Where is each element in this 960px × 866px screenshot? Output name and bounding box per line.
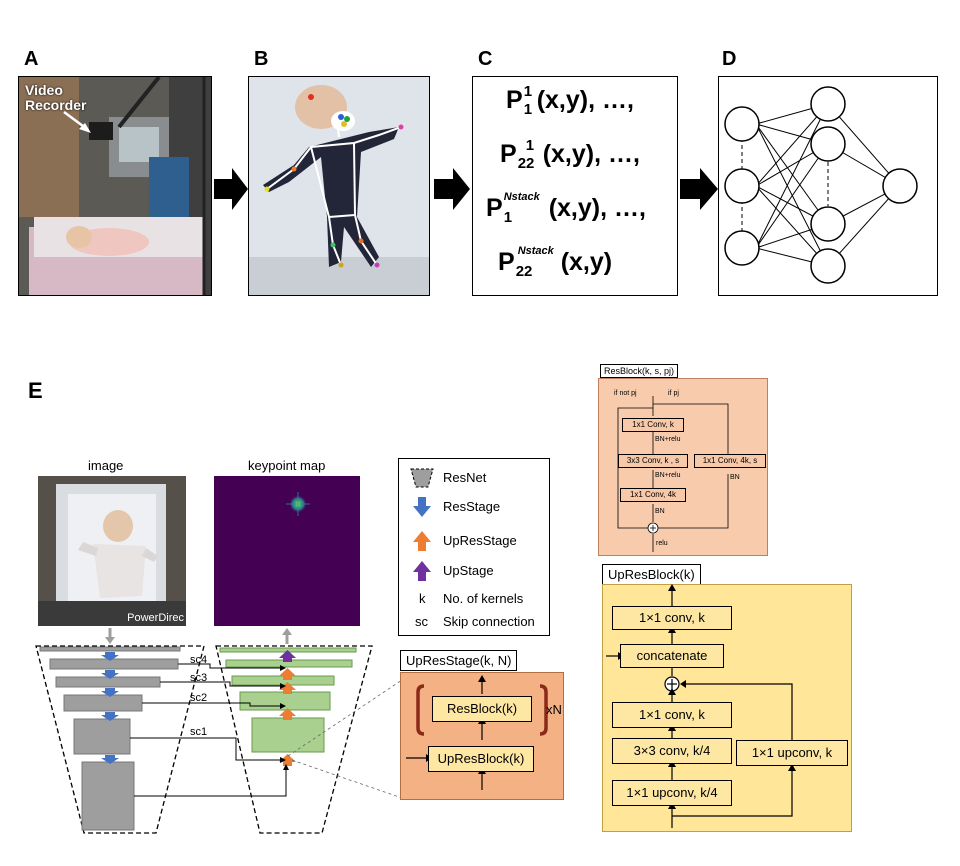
- neural-network-diagram: [724, 86, 918, 284]
- resblock-bn: BN: [655, 508, 665, 515]
- flow-arrow-icon: [680, 168, 718, 210]
- nicu-photo: Video Recorder: [18, 76, 212, 296]
- resblock-relu: relu: [656, 540, 668, 547]
- resblock-conv1: 1x1 Conv, k: [622, 418, 684, 432]
- legend-box: ResNet ResStage UpResStage UpStage k No.…: [398, 458, 550, 636]
- upstage-legend-icon: [413, 561, 431, 581]
- resblock-projection: 1x1 Conv, 4k, s: [694, 454, 766, 468]
- upresblock-detail-title: UpResBlock(k): [602, 564, 701, 585]
- skip-label-sc4: sc4: [190, 654, 208, 666]
- resblock-proj-bn: BN: [730, 474, 740, 481]
- keypoint-map-title: keypoint map: [248, 458, 326, 473]
- legend-upstage: UpStage: [443, 563, 494, 578]
- upresstage-connectors: [406, 675, 548, 790]
- legend-resstage: ResStage: [443, 499, 501, 514]
- panel-letter-a: A: [24, 48, 39, 70]
- resblock-bnrelu2: BN+relu: [655, 472, 681, 479]
- upresblock-conv-mid: 1×1 conv, k: [612, 702, 732, 728]
- upresstage-legend-icon: [413, 531, 431, 551]
- upresblock-concatenate: concatenate: [620, 644, 724, 668]
- panel-letter-d: D: [722, 48, 737, 70]
- pose-photo: [248, 76, 430, 296]
- upresblock-box: UpResBlock(k): [428, 746, 534, 772]
- legend-k-key: k: [419, 591, 426, 606]
- resblock-conv3: 1x1 Conv, 4k: [620, 488, 686, 502]
- skip-label-sc1: sc1: [190, 726, 208, 738]
- resblock-box: ResBlock(k): [432, 696, 532, 722]
- if-pj-label: if pj: [668, 390, 679, 397]
- video-watermark: PowerDirec: [127, 612, 184, 624]
- flow-arrow-icon: [434, 168, 470, 210]
- repeat-label: xN: [546, 702, 562, 717]
- skip-label-sc3: sc3: [190, 672, 208, 684]
- skeleton-overlay: [249, 77, 429, 295]
- resnet-legend-icon: [410, 468, 434, 488]
- keypoint-formula-box: [472, 76, 678, 296]
- resnet-encoder-decoder-diagram: [35, 628, 400, 834]
- panel-letter-e: E: [28, 378, 43, 403]
- video-recorder-label: Video Recorder: [25, 82, 87, 113]
- if-not-pj-label: if not pj: [614, 390, 637, 397]
- resblock-conv2: 3x3 Conv, k , s: [618, 454, 688, 468]
- panel-letter-b: B: [254, 48, 269, 70]
- legend-sc-key: sc: [415, 614, 428, 629]
- resstage-legend-icon: [413, 497, 431, 517]
- flow-arrow-icon: [214, 168, 248, 210]
- legend-resnet: ResNet: [443, 470, 487, 485]
- resblock-bnrelu1: BN+relu: [655, 436, 681, 443]
- panel-letter-c: C: [478, 48, 493, 70]
- upresblock-conv3x3: 3×3 conv, k/4: [612, 738, 732, 764]
- image-title: image: [88, 458, 124, 473]
- upresstage-title: UpResStage(k, N): [400, 650, 518, 671]
- resblock-detail-title: ResBlock(k, s, pj): [600, 364, 679, 378]
- skip-label-sc2: sc2: [190, 692, 208, 704]
- pointer-arrow-icon: [63, 110, 91, 133]
- upresblock-upconv-k: 1×1 upconv, k: [736, 740, 848, 766]
- resblock-detail-connectors: [617, 396, 729, 552]
- legend-sc-desc: Skip connection: [443, 614, 535, 629]
- input-infant-image: PowerDirec: [38, 476, 186, 626]
- legend-upresstage: UpResStage: [443, 533, 517, 548]
- keypoint-heatmap: [214, 476, 360, 626]
- legend-k-desc: No. of kernels: [443, 591, 524, 606]
- upresblock-conv-top: 1×1 conv, k: [612, 606, 732, 630]
- upresblock-upconv-k4: 1×1 upconv, k/4: [612, 780, 732, 806]
